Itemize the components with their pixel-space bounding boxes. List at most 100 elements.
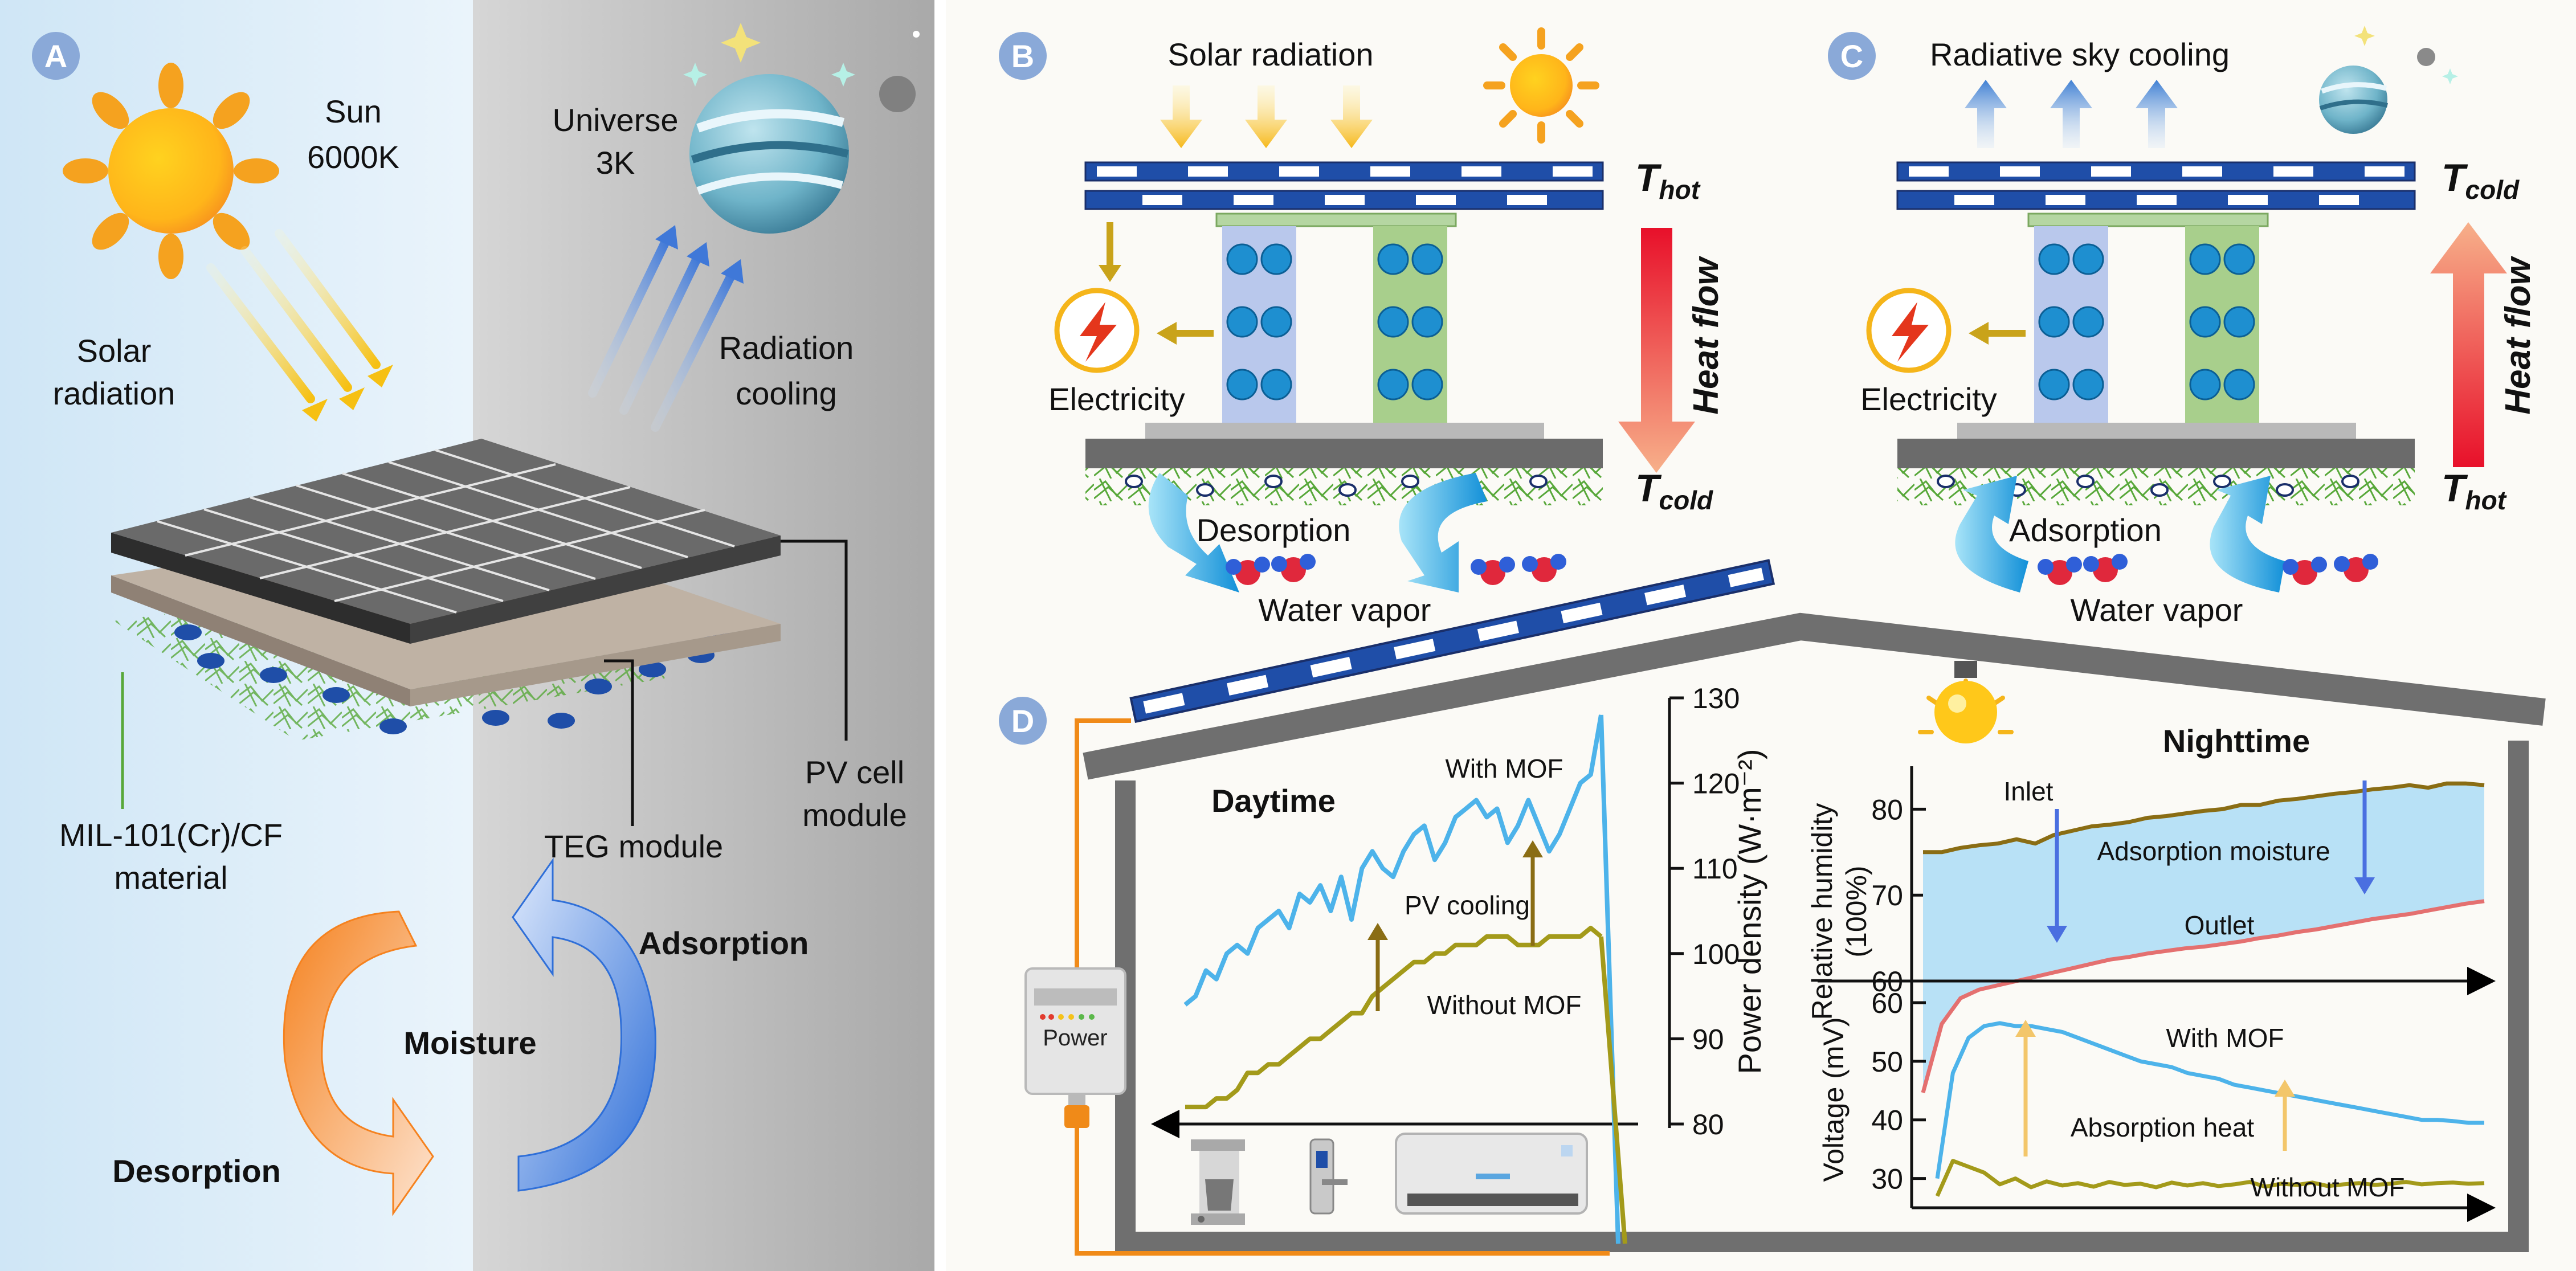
volt-y-tick-label: 40 (1871, 1105, 1903, 1137)
volt-ylabel: Voltage (mV) (1818, 1017, 1850, 1182)
desorption-arrow-left-b (1148, 473, 1239, 592)
electron-particles-b (1226, 243, 1443, 400)
desorption-arrow-right-b (1399, 473, 1487, 592)
adsorption-label-c: Adsorption (2009, 512, 2162, 548)
electricity-icon (1054, 288, 1140, 373)
hum-y-tick-label: 80 (1871, 794, 1903, 825)
panel-d-badge (999, 697, 1047, 745)
day-title: Daytime (1211, 783, 1336, 819)
incoming-solar-arrows (1160, 85, 1373, 148)
day-ylabel: Power density (W·m⁻²) (1732, 749, 1767, 1074)
desorption-label-b: Desorption (1197, 512, 1351, 548)
sun-icon (63, 63, 279, 279)
heat-flow-label-c: Heat flow (2499, 255, 2538, 414)
hum-series-line-inlet (1923, 781, 2485, 855)
t-hot-label-c: Thot (2442, 467, 2507, 515)
sun-temp-label: 6000K (307, 139, 399, 175)
day-with-mof-label: With MOF (1446, 754, 1563, 783)
planet-icon (689, 74, 849, 234)
outgoing-cooling-arrows (1965, 80, 2178, 148)
hum-ylabel-line1: Relative humidity (1806, 803, 1838, 1020)
power-box-label: Power (1043, 1025, 1107, 1051)
solar-radiation-line1: Solar (77, 333, 152, 369)
light-bulb-icon (1918, 661, 2014, 743)
adsorption-arrow-right-c (2210, 476, 2285, 592)
day-series-dropoff-1 (1599, 936, 1627, 1244)
pv-cooling-label: PV cooling (1405, 890, 1530, 920)
panel-b: B Solar radiation (999, 27, 1726, 628)
radiation-cooling-line1: Radiation (719, 330, 854, 366)
power-wire (1075, 718, 1610, 1256)
inlet-label: Inlet (2004, 777, 2054, 806)
mof-material-line1: MIL-101(Cr)/CF (59, 817, 283, 853)
pv-panel-bar-c (1896, 161, 2416, 210)
mof-material-line2: material (114, 860, 227, 896)
teg-leader-line (604, 659, 634, 826)
day-without-mof-label: Without MOF (1427, 990, 1582, 1020)
volt-without-mof-label: Without MOF (2251, 1172, 2405, 1202)
volt-y-tick-label: 50 (1871, 1046, 1903, 1078)
panel-c-badge (1828, 32, 1876, 80)
day-y-tick-label: 120 (1692, 768, 1740, 800)
water-molecule-icons-c (2038, 554, 2378, 585)
air-conditioner-icon (1395, 1133, 1588, 1215)
panel-d-badge-letter: D (1011, 703, 1034, 739)
pv-cell-line2: module (802, 797, 907, 833)
coffee-maker-icon (1191, 1139, 1245, 1225)
roof-pv-panel (1129, 559, 1775, 723)
absorption-heat-label: Absorption heat (2071, 1113, 2254, 1142)
hum-y-tick-label: 70 (1871, 880, 1903, 912)
day-series-line-with-mof (1183, 714, 1603, 1007)
panel-b-badge-letter: B (1011, 38, 1034, 74)
day-series-dropoff-0 (1599, 714, 1620, 1244)
panel-c-title: Radiative sky cooling (1930, 36, 2230, 72)
radiation-cooling-line2: cooling (736, 375, 836, 411)
outlet-label: Outlet (2185, 910, 2255, 940)
electron-particles-c (2038, 243, 2255, 400)
day-y-tick-label: 110 (1692, 853, 1738, 885)
door-lock-icon (1309, 1138, 1348, 1215)
pv-leader-line (781, 540, 848, 741)
desorption-label: Desorption (112, 1153, 281, 1189)
t-hot-label-b: Thot (1635, 156, 1701, 205)
panel-b-title: Solar radiation (1167, 36, 1373, 72)
small-planet-icon (2319, 26, 2458, 134)
electricity-icon-c (1866, 288, 1952, 373)
volt-y-tick-label: 60 (1871, 987, 1903, 1019)
volt-y-tick-label: 30 (1871, 1163, 1903, 1195)
solar-ray-arrows (206, 229, 393, 422)
water-vapor-label-c: Water vapor (2071, 592, 2243, 628)
house-outline (1085, 621, 2544, 1242)
pv-device-illustration (111, 439, 781, 741)
panel-b-badge (999, 32, 1047, 80)
moisture-arrows (2047, 780, 2375, 943)
water-molecule-icons-b (1226, 554, 1566, 585)
electricity-label-c: Electricity (1860, 381, 1997, 417)
panel-d: D Power (999, 559, 2546, 1256)
t-cold-label-b: Tcold (1635, 467, 1713, 515)
panel-a: A Sun 6000K Solar (0, 0, 934, 1271)
adsorption-cycle-arrow (512, 857, 656, 1192)
small-sun-icon (1483, 27, 1599, 144)
universe-name-label: Universe (553, 102, 679, 138)
moisture-label: Moisture (403, 1025, 536, 1061)
radiation-cooling-arrows (588, 225, 744, 432)
heat-flow-label-b: Heat flow (1687, 255, 1726, 414)
heat-flow-up-arrow (2430, 222, 2507, 467)
solar-radiation-line2: radiation (53, 375, 175, 411)
star-sparkle-icons (683, 23, 920, 112)
teg-module-label: TEG module (544, 828, 723, 864)
adsorption-arrow-left-c (1955, 476, 2028, 592)
adsorption-moisture-label: Adsorption moisture (2097, 836, 2330, 866)
sun-name-label: Sun (325, 93, 382, 129)
volt-series-line-without-mof (1935, 1159, 2485, 1197)
universe-temp-label: 3K (596, 145, 635, 181)
adsorption-moisture-area (1923, 783, 2484, 1093)
t-cold-label-c: Tcold (2442, 156, 2520, 205)
hum-ylabel-line2: (100%) (1840, 865, 1872, 957)
power-meter-box: Power (1024, 967, 1126, 1128)
